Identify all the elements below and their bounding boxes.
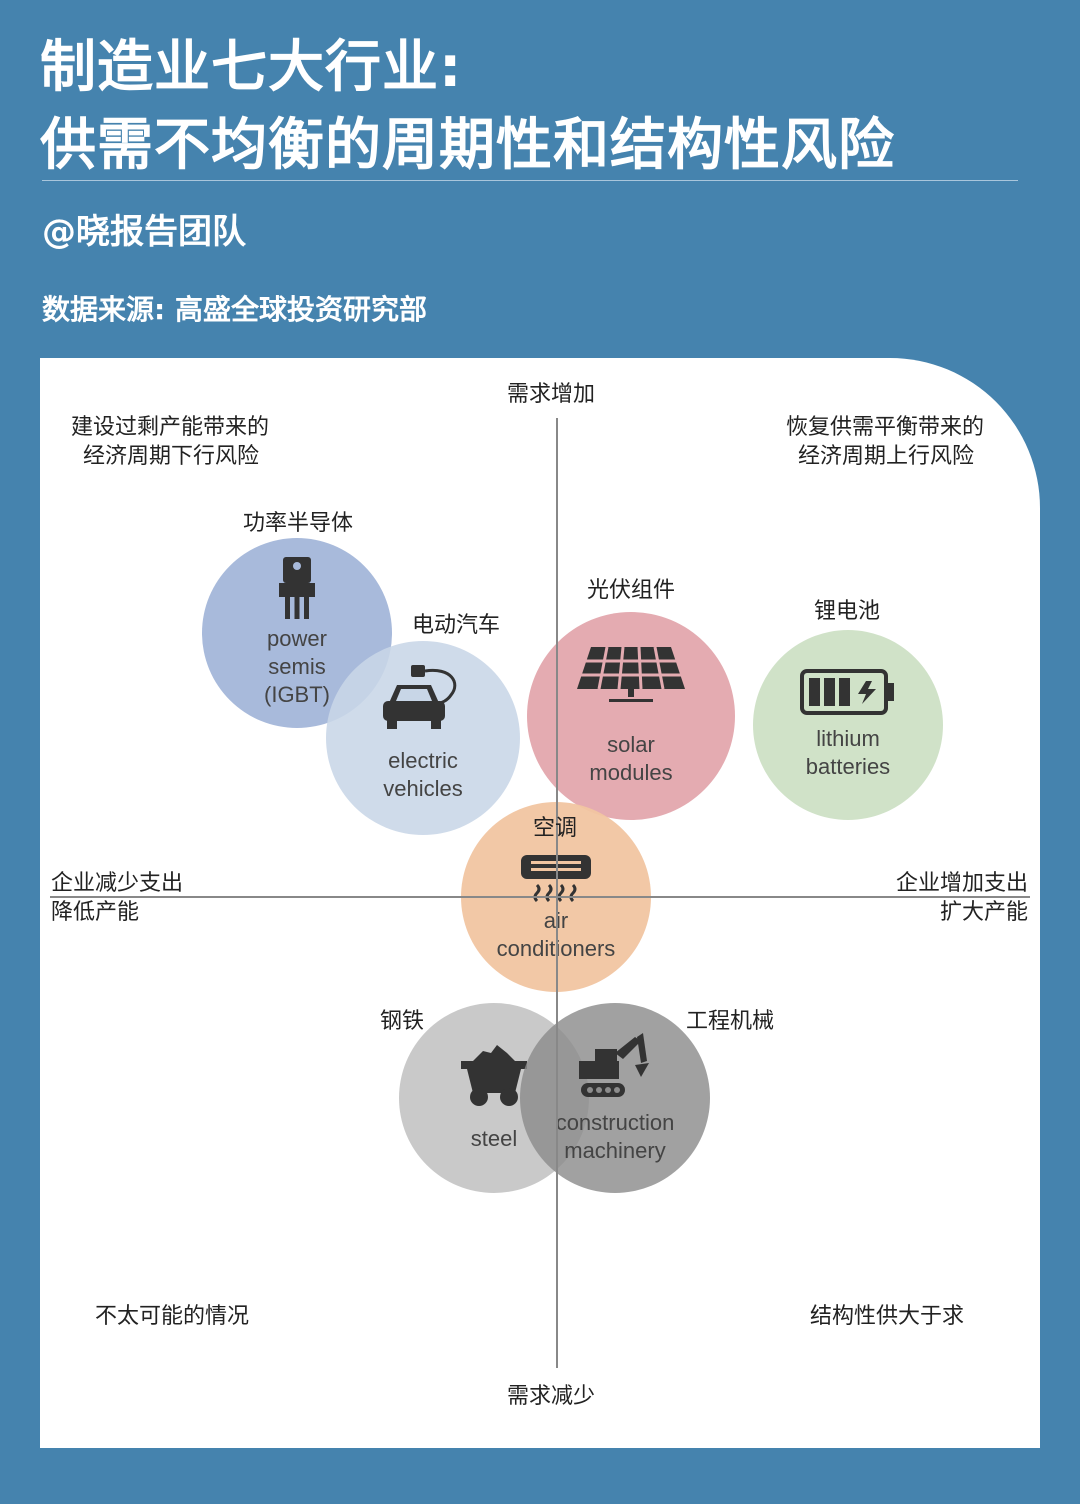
axis-bottom-label: 需求减少: [507, 1384, 596, 1409]
quadrant-top-right-2: 经济周期上行风险: [798, 444, 975, 469]
battery-icon: [800, 669, 894, 715]
demand-axis: [556, 418, 558, 1368]
circle-construction-machinery: construction machinery: [520, 1003, 710, 1193]
circle-lithium-batteries: lithium batteries: [753, 630, 943, 820]
power-semis-label-2: semis: [268, 654, 326, 679]
solar-panel-icon: [577, 646, 685, 702]
ac-cn-label: 空调: [533, 816, 578, 841]
ev-cn-label: 电动汽车: [412, 613, 501, 638]
lithium-cn-label: 锂电池: [814, 599, 881, 624]
capex-axis: [50, 896, 1030, 898]
lithium-label-2: batteries: [805, 754, 891, 779]
data-source: 数据来源: 高盛全球投资研究部: [42, 293, 427, 326]
power-semis-label-1: power: [267, 626, 327, 651]
construction-cn-label: 工程机械: [686, 1009, 775, 1034]
solar-cn-label: 光伏组件: [587, 578, 676, 603]
title-line-1: 制造业七大行业:: [40, 35, 463, 100]
electric-car-icon: [383, 665, 457, 729]
steel-cn-label: 钢铁: [380, 1009, 425, 1034]
title-line-2: 供需不均衡的周期性和结构性风险: [40, 113, 895, 178]
ev-label-2: vehicles: [383, 776, 463, 801]
steel-label: steel: [470, 1126, 518, 1151]
quadrant-top-left-2: 经济周期下行风险: [83, 444, 260, 469]
axis-left-label-1: 企业减少支出: [51, 871, 184, 896]
mine-cart-icon: [461, 1045, 527, 1106]
divider: [42, 180, 1018, 181]
power-semis-label-3: (IGBT): [264, 682, 330, 707]
quadrant-top-right-1: 恢复供需平衡带来的: [786, 415, 985, 440]
quadrant-bottom-left: 不太可能的情况: [95, 1304, 250, 1329]
ev-label-1: electric: [388, 748, 458, 773]
solar-label-2: modules: [589, 760, 673, 785]
author: @晓报告团队: [42, 212, 246, 252]
axis-left-label-2: 降低产能: [51, 900, 140, 925]
axis-right-label-1: 企业增加支出: [895, 871, 1028, 896]
ac-label-1: air: [544, 907, 568, 935]
power-semiconductor-icon: [279, 557, 315, 619]
power-semis-cn-label: 功率半导体: [243, 511, 354, 536]
quadrant-bottom-right: 结构性供大于求: [810, 1304, 965, 1329]
quadrant-top-left-1: 建设过剩产能带来的: [71, 415, 270, 440]
solar-label-1: solar: [607, 732, 655, 757]
circle-solar-modules: solar modules: [527, 612, 735, 820]
axis-top-label: 需求增加: [507, 382, 596, 407]
construction-label-1: construction: [555, 1110, 675, 1135]
ac-label-2: conditioners: [497, 935, 616, 963]
lithium-label-1: lithium: [816, 726, 880, 751]
circle-power-semis: power semis (IGBT): [202, 538, 392, 728]
circle-electric-vehicles: electric vehicles: [326, 641, 520, 835]
construction-label-2: machinery: [564, 1138, 666, 1163]
excavator-icon: [579, 1033, 649, 1097]
axis-right-label-2: 扩大产能: [939, 900, 1028, 925]
